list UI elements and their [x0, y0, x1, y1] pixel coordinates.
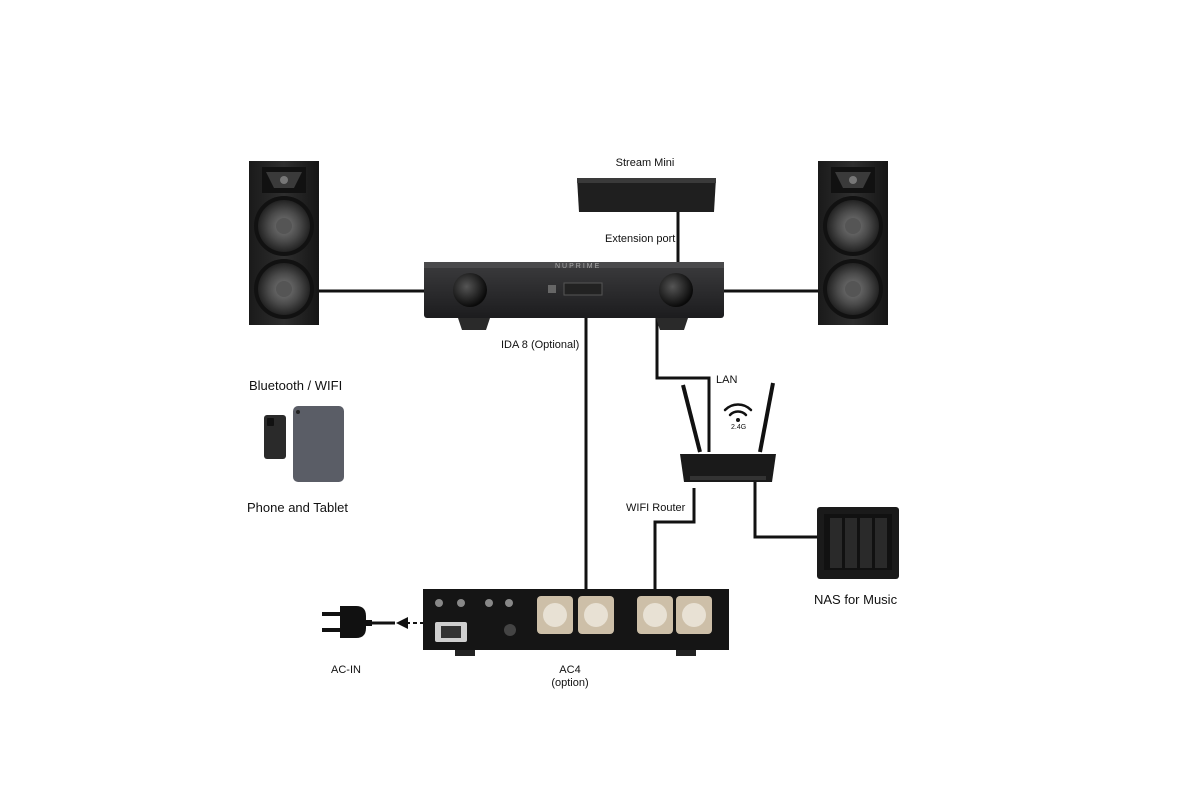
wifi-router-label: WIFI Router	[626, 502, 686, 514]
lan-cable	[655, 318, 711, 452]
wifi-icon	[723, 403, 753, 422]
nas-label: NAS for Music	[814, 592, 898, 607]
amp-brand-label: NUPRIME	[555, 263, 602, 270]
wifi-band-label: 2.4G	[731, 424, 747, 431]
ac-in-label: AC-IN	[331, 664, 361, 676]
ac4-power-unit	[423, 589, 729, 656]
ac-in-arrow-icon	[396, 617, 408, 629]
wifi-router	[680, 382, 776, 482]
nas-device	[817, 507, 899, 579]
nas-cable	[753, 482, 818, 539]
bluetooth-wifi-label: Bluetooth / WIFI	[249, 378, 343, 393]
extension-port-label: Extension port	[605, 233, 676, 245]
amplifier-ida8	[424, 262, 724, 330]
stream-mini-device	[577, 178, 716, 212]
ac4-option-label: (option)	[551, 677, 589, 689]
right-speaker	[818, 161, 888, 325]
phone-and-tablet	[264, 406, 344, 482]
stream-mini-label: Stream Mini	[615, 157, 675, 169]
power-plug-icon	[322, 606, 372, 638]
phone-tablet-label: Phone and Tablet	[247, 500, 348, 515]
left-speaker	[249, 161, 319, 325]
ida8-label: IDA 8 (Optional)	[501, 339, 580, 351]
ac4-label: AC4	[559, 664, 581, 676]
router-power-cable	[653, 488, 696, 612]
lan-label: LAN	[716, 374, 738, 386]
cables	[318, 212, 818, 625]
